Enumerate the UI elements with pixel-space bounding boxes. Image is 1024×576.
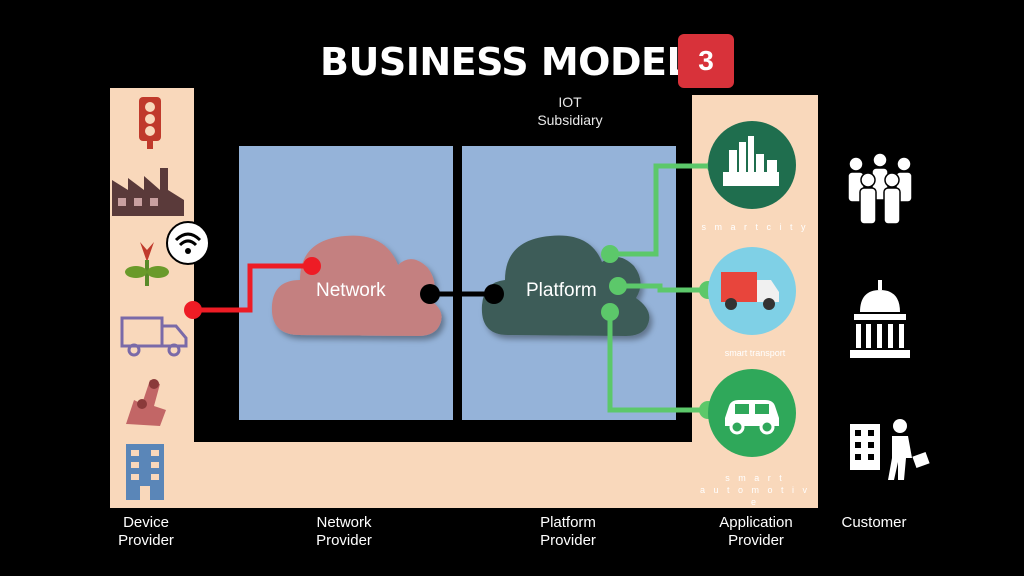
platform-transport-link <box>618 283 708 293</box>
smart-transport-label: smart transport <box>724 348 786 358</box>
building-icon <box>126 444 164 500</box>
truck-icon <box>721 272 779 310</box>
network-cloud-label: Network <box>316 280 386 301</box>
traffic-light-icon <box>139 97 161 149</box>
link-node <box>420 284 440 304</box>
capitol-icon <box>850 280 910 358</box>
businessman-icon <box>850 419 930 480</box>
smart-transport-app <box>708 247 796 335</box>
link-node <box>484 284 504 304</box>
smart-city-label: s m a r t c i t y <box>701 222 809 232</box>
factory-icon <box>112 168 184 216</box>
platform-city-link <box>610 163 716 257</box>
slide-number-badge: 3 <box>678 34 734 88</box>
smart-city-app <box>708 121 796 209</box>
truck-icon <box>120 316 188 357</box>
car-icon <box>725 400 779 435</box>
iot-subsidiary-label: IOT Subsidiary <box>537 94 603 128</box>
link-node <box>303 257 321 275</box>
smart-automotive-app <box>708 369 796 457</box>
people-group-icon <box>847 152 913 225</box>
wifi-icon <box>166 221 210 265</box>
city-icon <box>723 136 779 186</box>
bottom-band <box>110 442 710 508</box>
customer-label: Customer <box>841 514 907 531</box>
page-title: BUSINESS MODEL <box>320 40 691 84</box>
link-node <box>601 245 619 263</box>
link-node <box>184 301 202 319</box>
network-provider-label: Network Provider <box>316 514 372 549</box>
link-node <box>601 303 619 321</box>
plant-icon <box>125 242 169 286</box>
platform-automotive-link <box>607 312 708 413</box>
platform-cloud-label: Platform <box>526 280 597 301</box>
device-provider-label: Device Provider <box>118 514 174 549</box>
application-provider-label: Application Provider <box>719 514 793 549</box>
robot-arm-icon <box>126 379 166 426</box>
smart-automotive-label: s m a r t a u t o m o t i v e <box>699 473 811 507</box>
device-provider-column <box>110 88 194 508</box>
platform-provider-label: Platform Provider <box>540 514 596 549</box>
device-network-link <box>193 263 312 313</box>
link-node <box>609 277 627 295</box>
